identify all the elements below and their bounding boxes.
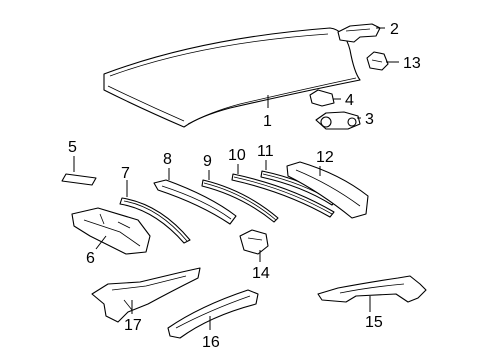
callout-10: 10 <box>228 147 246 164</box>
bracket-part-2 <box>337 23 381 43</box>
callout-2: 2 <box>390 21 399 38</box>
bracket-part-13 <box>366 51 389 71</box>
callout-15: 15 <box>365 314 383 331</box>
clip-part-4 <box>309 89 335 107</box>
callout-7: 7 <box>121 165 130 182</box>
callout-17: 17 <box>124 317 142 334</box>
callout-1: 1 <box>263 113 272 130</box>
roof-panel <box>103 27 361 128</box>
callout-3: 3 <box>365 111 374 128</box>
callout-4: 4 <box>345 92 354 109</box>
roof-bow-part-10 <box>231 173 335 218</box>
roof-rail-part-15 <box>317 275 427 303</box>
side-rail-part-16 <box>167 289 259 339</box>
callout-8: 8 <box>163 151 172 168</box>
callout-11: 11 <box>257 143 274 160</box>
bracket-part-14 <box>239 229 269 255</box>
side-rail-part-17 <box>91 267 201 323</box>
callout-labels: 1 2 13 4 3 5 7 8 9 10 11 12 14 6 17 16 1… <box>68 21 421 351</box>
callout-6: 6 <box>86 250 95 267</box>
callout-12: 12 <box>316 149 334 166</box>
callout-9: 9 <box>203 153 212 170</box>
roof-bow-part-7 <box>119 197 191 244</box>
roof-bow-part-8 <box>153 179 237 225</box>
roof-bow-part-9 <box>201 179 279 223</box>
leader-lines <box>73 27 399 330</box>
fastener-part-3 <box>315 111 361 130</box>
callout-14: 14 <box>252 265 270 282</box>
callout-5: 5 <box>68 139 77 156</box>
callout-16: 16 <box>202 334 220 351</box>
callout-13: 13 <box>403 55 421 72</box>
pad-part-5 <box>61 173 97 186</box>
bracket-part-6 <box>71 207 151 255</box>
